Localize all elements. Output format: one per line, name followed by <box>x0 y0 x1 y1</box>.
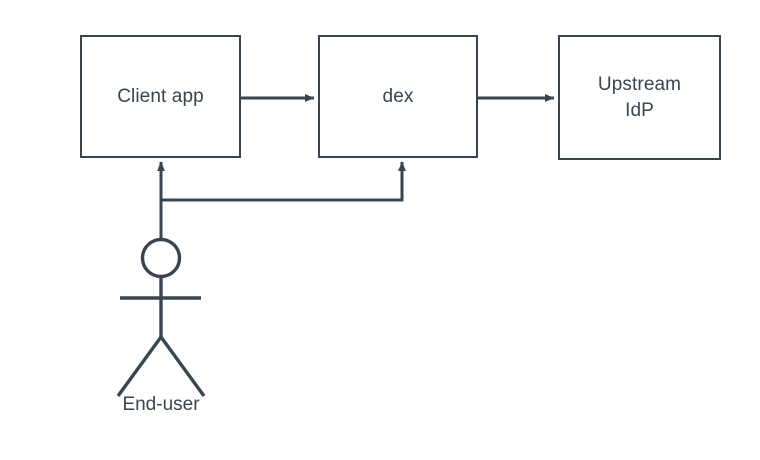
actor-end-user-figure <box>116 237 206 398</box>
actor-left-leg-line <box>116 335 163 398</box>
node-client-app[interactable]: Client app <box>80 35 241 158</box>
actor-end-user-label: End-user <box>122 394 200 415</box>
node-dex[interactable]: dex <box>318 35 478 158</box>
node-upstream-idp-label: Upstream IdP <box>597 73 682 121</box>
edge-end-user-to-dex <box>161 161 406 202</box>
actor-right-leg-line <box>159 335 206 398</box>
node-upstream-idp[interactable]: Upstream IdP <box>558 35 721 160</box>
actor-head-icon <box>140 237 182 279</box>
node-dex-label: dex <box>382 85 414 107</box>
node-client-app-label: Client app <box>117 85 204 107</box>
